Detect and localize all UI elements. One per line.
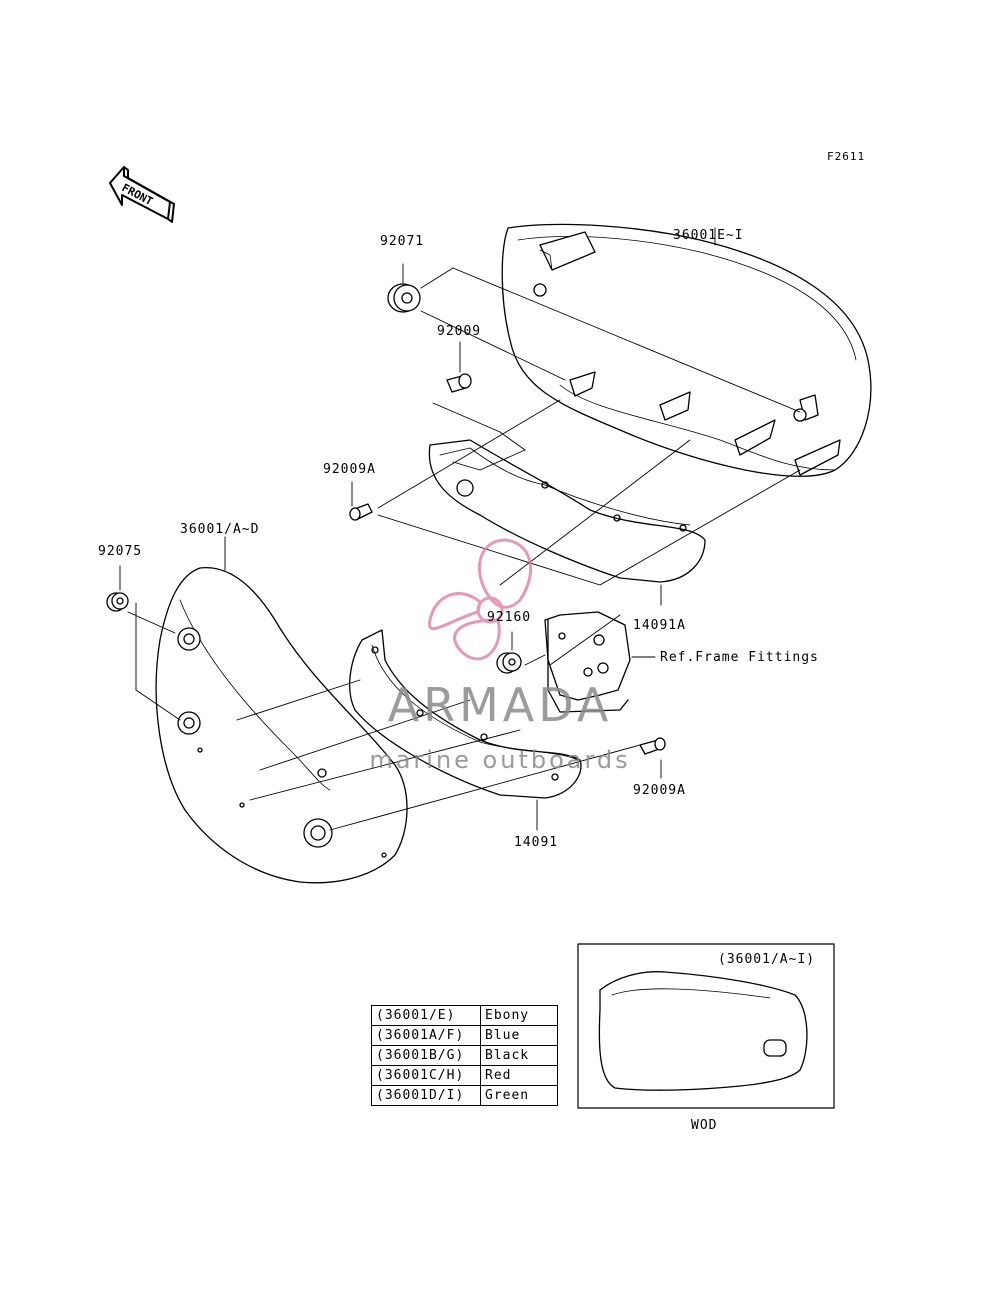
watermark-brand: ARMADA bbox=[387, 678, 613, 732]
grommet-92071-icon bbox=[387, 283, 421, 313]
color-table-code: (36001D/I) bbox=[371, 1085, 481, 1106]
label-92160: 92160 bbox=[487, 610, 532, 625]
color-table-color: Blue bbox=[480, 1025, 558, 1046]
label-14091a: 14091A bbox=[633, 618, 686, 633]
watermark-tagline: marine outboards bbox=[369, 746, 631, 774]
bolt-92009-icon bbox=[446, 373, 472, 393]
bolt-92009a-bottom-icon bbox=[639, 737, 666, 755]
table-row: (36001A/F) Blue bbox=[371, 1025, 558, 1046]
diagram-code: F2611 bbox=[827, 150, 866, 163]
label-92009: 92009 bbox=[437, 324, 482, 339]
color-table-color: Ebony bbox=[480, 1005, 558, 1026]
grommet-92075-icon bbox=[106, 592, 129, 612]
color-table-color: Red bbox=[480, 1065, 558, 1086]
bracket-right bbox=[428, 439, 706, 583]
table-row: (36001C/H) Red bbox=[371, 1065, 558, 1086]
color-table-code: (36001A/F) bbox=[371, 1025, 481, 1046]
label-92009a-bottom: 92009A bbox=[633, 783, 686, 798]
front-arrow-icon: FRONT bbox=[109, 166, 175, 223]
color-table-code: (36001C/H) bbox=[371, 1065, 481, 1086]
bolt-92009a-top-icon bbox=[349, 503, 373, 521]
label-ref-frame-fittings: Ref.Frame Fittings bbox=[660, 650, 819, 665]
label-92075: 92075 bbox=[98, 544, 143, 559]
label-14091: 14091 bbox=[514, 835, 559, 850]
color-table-color: Green bbox=[480, 1085, 558, 1106]
label-36001-a-d: 36001/A~D bbox=[180, 522, 260, 537]
collar-92160-icon bbox=[496, 652, 522, 674]
table-row: (36001/E) Ebony bbox=[371, 1005, 558, 1026]
saddlebag-cover-left bbox=[155, 566, 408, 884]
frame-fitting-plate bbox=[544, 611, 631, 713]
table-row: (36001B/G) Black bbox=[371, 1045, 558, 1066]
color-table-color: Black bbox=[480, 1045, 558, 1066]
color-code-table: (36001/E) Ebony (36001A/F) Blue (36001B/… bbox=[371, 1005, 558, 1106]
table-row: (36001D/I) Green bbox=[371, 1085, 558, 1106]
color-table-code: (36001/E) bbox=[371, 1005, 481, 1026]
color-table-code: (36001B/G) bbox=[371, 1045, 481, 1066]
leader-lines bbox=[119, 227, 801, 831]
inset-title: (36001/A~I) bbox=[718, 952, 816, 967]
watermark-propeller-icon bbox=[427, 538, 533, 661]
saddlebag-cover-right bbox=[501, 223, 872, 477]
inset-cover-outline bbox=[598, 971, 808, 1091]
inset-caption: WOD bbox=[691, 1118, 718, 1133]
label-36001e-i: 36001E~I bbox=[673, 228, 744, 243]
label-92009a-top: 92009A bbox=[323, 462, 376, 477]
label-92071: 92071 bbox=[380, 234, 425, 249]
bracket-left bbox=[349, 629, 582, 799]
